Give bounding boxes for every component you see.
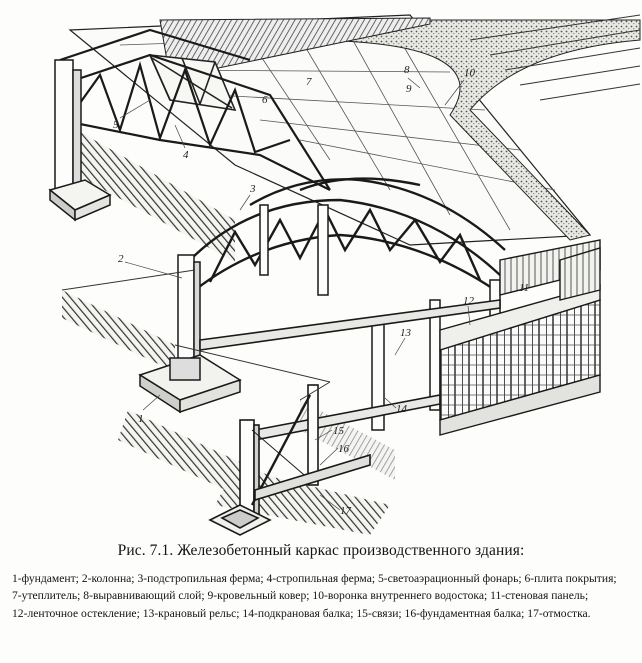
callout-5: 5 — [113, 119, 119, 131]
legend-item-2: 2-колонна; — [81, 572, 135, 585]
callout-13: 13 — [400, 327, 412, 339]
legend-item-12: 12-ленточное остекление; — [12, 606, 140, 620]
callout-1: 1 — [138, 413, 144, 425]
legend-item-5: 5-светоаэрационный фонарь; — [377, 572, 522, 585]
building-frame-illustration: 1 2 3 4 5 6 7 8 9 10 11 12 13 14 15 16 1… — [48, 14, 641, 536]
callout-leaders — [119, 77, 471, 511]
legend-item-17: 17-отмостка. — [527, 606, 591, 620]
callout-11: 11 — [519, 282, 529, 294]
roof-layers-lines — [469, 14, 641, 101]
legend-item-15: 15-связи; — [356, 606, 402, 620]
legend-item-9: 9-кровельный ковер; — [207, 589, 310, 603]
callout-16: 16 — [338, 443, 350, 455]
legend-item-13: 13-крановый рельс; — [142, 606, 240, 620]
legend-item-14: 14-подкрановая балка; — [242, 606, 354, 620]
middle-columns — [177, 204, 501, 431]
legend-item-11: 11-стеновая панель; — [490, 589, 589, 603]
middle-foundation — [138, 354, 242, 414]
right-wall — [439, 239, 601, 436]
callout-15: 15 — [333, 425, 345, 437]
callout-8: 8 — [404, 64, 410, 76]
callout-labels: 1 2 3 4 5 6 7 8 9 10 11 12 13 14 15 16 1… — [113, 64, 529, 517]
floor-lines — [61, 269, 331, 401]
callout-12: 12 — [463, 295, 475, 307]
callout-3: 3 — [249, 183, 256, 195]
callout-17: 17 — [340, 505, 352, 517]
callout-7: 7 — [306, 76, 312, 88]
figure-legend: 1-фундамент; 2-колонна; 3-подстропильная… — [12, 570, 634, 622]
legend-item-10: 10-воронка внутреннего водостока; — [312, 589, 488, 603]
callout-6: 6 — [262, 94, 268, 106]
callout-9: 9 — [406, 83, 412, 95]
callout-10: 10 — [464, 67, 476, 79]
upper-trusses — [59, 28, 331, 191]
legend-item-3: 3-подстропильная ферма; — [137, 572, 264, 585]
left-column — [48, 59, 112, 222]
skylight-lantern — [148, 54, 237, 112]
callout-2: 2 — [118, 253, 124, 265]
figure-caption: Рис. 7.1. Железобетонный каркас производ… — [117, 542, 525, 559]
legend-item-4: 4-стропильная ферма; — [266, 572, 376, 585]
callout-4: 4 — [183, 149, 189, 161]
legend-item-8: 8-выравнивающий слой; — [83, 589, 205, 603]
front-bay — [208, 384, 371, 536]
legend-item-16: 16-фундаментная балка; — [404, 606, 525, 620]
callout-14: 14 — [396, 403, 408, 415]
legend-item-1: 1-фундамент; — [12, 572, 79, 585]
middle-trusses — [189, 177, 506, 291]
legend-item-7: 7-утеплитель; — [12, 589, 81, 603]
legend-item-6: 6-плита покрытия; — [524, 572, 617, 585]
